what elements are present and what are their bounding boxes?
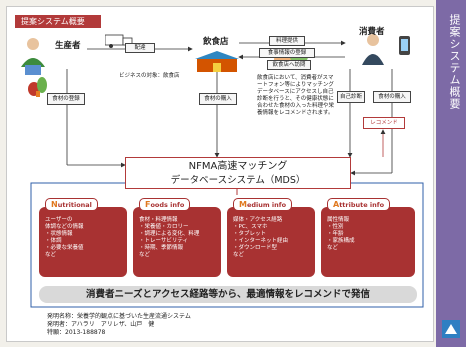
prepare-food-label: 料理提供 xyxy=(269,36,305,46)
producer-register-box: 食材の登録 xyxy=(47,93,85,105)
vegetables-icon xyxy=(28,77,47,97)
footer: 発明名称：栄養学的観点に基づいた生産流通システム 発明者：アハラリ アリレザ、山… xyxy=(47,313,191,337)
smartphone-icon xyxy=(399,36,410,55)
delivery-label: 配達 xyxy=(125,43,155,53)
info-block-attribute: Attribute info 属性情報・性別・年齢・家族構成など xyxy=(321,198,415,277)
consumer-purchase-box: 食材の購入 xyxy=(373,91,411,103)
sidebar-title: 提案システム概要 xyxy=(448,14,461,110)
page-title: 提案システム概要 xyxy=(15,15,101,28)
mds-title-line2: データベースシステム（MDS） xyxy=(170,175,306,186)
info-block-heading: Medium info xyxy=(233,198,293,211)
footer-inventors: 発明者：アハラリ アリレザ、山戸 健 xyxy=(47,321,155,328)
food-info-label: 食事情報の登録 xyxy=(259,48,315,58)
footer-patent: 特願：2013-188878 xyxy=(47,329,106,336)
info-block-body: ユーザーの体調などの情報・状態情報・体調・必要な栄養値など xyxy=(45,217,84,258)
summary-banner: 消費者ニーズとアクセス経路等から、最適情報をレコメンドで発信 xyxy=(39,286,417,303)
restaurant-icon xyxy=(195,51,239,72)
info-block-body: 属性情報・性別・年齢・家族構成など xyxy=(327,217,355,251)
info-block-heading: Attribute info xyxy=(327,198,391,211)
info-block-nutritional: Nutritional ユーザーの体調などの情報・状態情報・体調・必要な栄養値な… xyxy=(39,198,127,277)
producer-label: 生産者 xyxy=(55,41,81,51)
visit-label: 飲食店へ訪問 xyxy=(267,60,311,70)
description: 飲食店において、消費者がスマートフォン等によりマッチングデータベースにアクセスし… xyxy=(257,75,335,116)
info-block-heading: Nutritional xyxy=(45,198,98,211)
restaurant-purchase-box: 食材の購入 xyxy=(199,93,237,105)
restaurant-label: 飲食店 xyxy=(203,37,229,47)
logo-icon xyxy=(442,320,460,338)
sidebar xyxy=(436,0,466,347)
info-block-heading: Foods info xyxy=(139,198,191,211)
producer-person-icon xyxy=(21,38,45,75)
mds-title-line1: NFMA高速マッチング xyxy=(188,161,288,172)
consumer-icon xyxy=(362,34,384,65)
recommend-box: レコメンド xyxy=(363,117,405,129)
info-block-body: 媒体・アクセス経路・PC、スマホ・タブレット・インターネット経由・ダウンロード型… xyxy=(233,217,289,258)
business-target: ビジネスの対象：飲食店 xyxy=(119,73,180,79)
info-block-body: 食材・料理情報・栄養値・カロリー・調理による変化、料理・トレーサビリティ・時期、… xyxy=(139,217,200,258)
consumer-label: 消費者 xyxy=(359,27,385,37)
slide: 提案システム概要 xyxy=(6,6,434,342)
mds-box: NFMA高速マッチング データベースシステム（MDS） xyxy=(125,157,351,189)
info-block-medium: Medium info 媒体・アクセス経路・PC、スマホ・タブレット・インターネ… xyxy=(227,198,315,277)
footer-invention: 発明名称：栄養学的観点に基づいた生産流通システム xyxy=(47,313,191,320)
info-block-foods: Foods info 食材・料理情報・栄養値・カロリー・調理による変化、料理・ト… xyxy=(133,198,221,277)
self-diagnosis-box: 自己診断 xyxy=(337,91,365,103)
